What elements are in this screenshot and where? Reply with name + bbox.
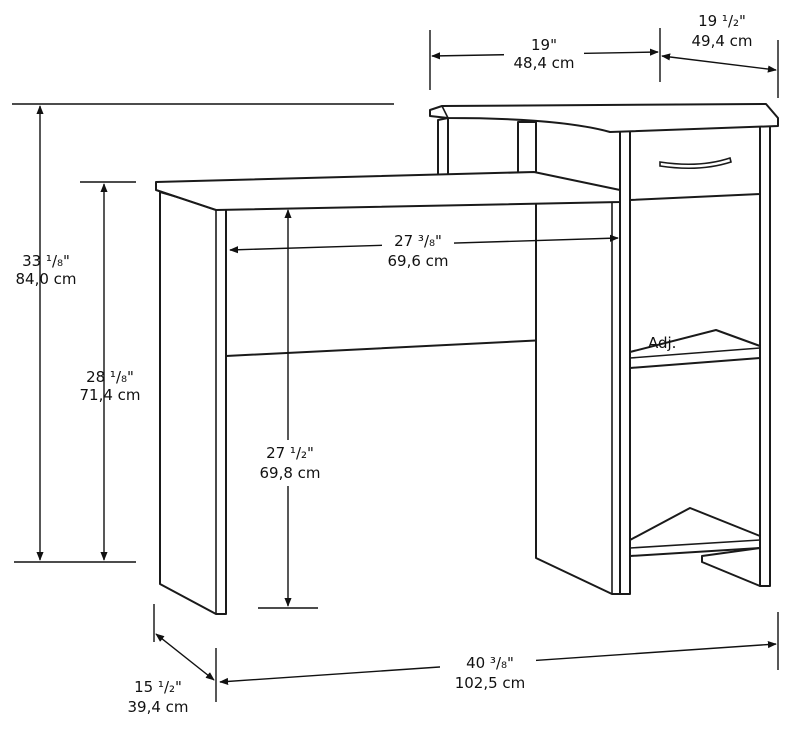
adjustable-shelf [629, 329, 761, 369]
desktop-surface [155, 171, 621, 211]
dimension-lines [12, 28, 779, 702]
hutch-back-upright [437, 117, 449, 183]
label-knee-height-metric: 69,8 cm [259, 464, 320, 482]
tower-right-panel [759, 123, 771, 587]
label-shelf-width-metric: 48,4 cm [513, 54, 574, 72]
label-shelf-depth-imperial: 19 ¹/₂" [698, 12, 746, 30]
label-desk-height-imperial: 28 ¹/₈" [86, 368, 134, 386]
label-overall-width-imperial: 40 ³/₈" [466, 654, 514, 672]
label-overall-height-imperial: 33 ¹/₈" [22, 252, 70, 270]
label-adjustable-shelf: Adj. [648, 334, 676, 352]
middle-side-panel [535, 197, 621, 595]
hutch-top [429, 103, 779, 133]
label-overall-height-metric: 84,0 cm [15, 270, 76, 288]
label-shelf-width-imperial: 19" [531, 36, 557, 54]
bottom-shelf [629, 507, 761, 557]
label-overall-width-metric: 102,5 cm [455, 674, 526, 692]
label-overall-depth-imperial: 15 ¹/₂" [134, 678, 182, 696]
tower-kick-plate [701, 547, 761, 587]
label-overall-depth-metric: 39,4 cm [127, 698, 188, 716]
dimline-shelf-depth [661, 53, 777, 73]
label-knee-height-imperial: 27 ¹/₂" [266, 444, 314, 462]
dimline-overall-depth [155, 633, 215, 681]
drawer-front [629, 125, 761, 201]
label-knee-width-metric: 69,6 cm [387, 252, 448, 270]
dimension-labels: 19" 48,4 cm 19 ¹/₂" 49,4 cm 33 ¹/₈" 84,0… [15, 12, 752, 716]
tower-left-panel [619, 129, 631, 595]
modesty-panel [225, 197, 547, 357]
label-knee-width-imperial: 27 ³/₈" [394, 232, 442, 250]
hutch-inner-upright [517, 121, 537, 177]
drawer-pull [659, 156, 732, 170]
label-shelf-depth-metric: 49,4 cm [691, 32, 752, 50]
label-desk-height-metric: 71,4 cm [79, 386, 140, 404]
desk-body [155, 103, 779, 615]
